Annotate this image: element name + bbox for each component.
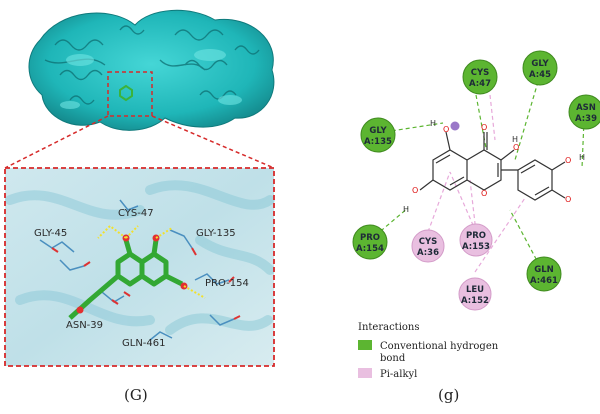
legend-item-pialkyl: Pi-alkyl: [380, 369, 417, 380]
residue-cys-36: CYS A:36: [411, 229, 445, 263]
residue-gly-135: GLY A:135: [360, 117, 396, 153]
svg-text:A:47: A:47: [469, 79, 491, 89]
label-pro-154: PRO-154: [205, 278, 249, 289]
svg-text:GLN: GLN: [534, 265, 554, 275]
label-cys-47: CYS-47: [118, 208, 154, 219]
svg-text:GLY: GLY: [369, 126, 387, 136]
svg-text:A:461: A:461: [530, 276, 558, 286]
svg-text:H: H: [579, 153, 585, 162]
zoom-region-box: [107, 71, 153, 117]
ligand-structure: [419, 131, 566, 201]
svg-text:CYS: CYS: [419, 237, 438, 247]
pocket-hbonds: [97, 225, 206, 299]
svg-text:O: O: [565, 195, 571, 204]
caption-upper-g: (G): [124, 386, 148, 404]
svg-text:O: O: [481, 123, 487, 132]
residue-pro-154: PRO A:154: [352, 224, 388, 260]
legend-title: Interactions: [358, 322, 419, 333]
zoom-connector-right: [151, 115, 275, 169]
svg-text:O: O: [481, 189, 487, 198]
svg-text:PRO: PRO: [466, 231, 486, 241]
panel-g-3d: CYS-47 GLY-45 GLY-135 PRO-154 ASN-39 GLN…: [0, 0, 300, 410]
svg-text:H: H: [512, 135, 518, 144]
svg-text:O: O: [565, 156, 571, 165]
svg-text:CYS: CYS: [471, 68, 490, 78]
ligand-pocket: [68, 239, 184, 320]
ligand-small: [119, 84, 133, 102]
svg-text:H: H: [430, 119, 436, 128]
protein-3d-figure: CYS-47 GLY-45 GLY-135 PRO-154 ASN-39 GLN…: [4, 9, 275, 367]
label-asn-39: ASN-39: [66, 320, 103, 331]
zoom-connector-left: [4, 115, 109, 169]
svg-text:A:36: A:36: [417, 248, 439, 258]
interaction-diagram: O O O O O O O H H H H CYS A:47 GLY A:45 …: [352, 50, 600, 380]
legend-swatch-pialkyl: [358, 368, 372, 378]
panel-g-2d: O O O O O O O H H H H CYS A:47 GLY A:45 …: [300, 0, 600, 410]
svg-text:LEU: LEU: [466, 285, 484, 295]
svg-text:O: O: [513, 143, 519, 152]
residue-gln-461: GLN A:461: [526, 256, 562, 292]
residue-leu-152: LEU A:152: [458, 277, 492, 311]
svg-text:A:153: A:153: [462, 242, 490, 252]
svg-text:PRO: PRO: [360, 233, 380, 243]
residue-pro-153: PRO A:153: [459, 223, 493, 257]
pialkyl-lines: [427, 94, 526, 273]
legend-swatch-hbond: [358, 340, 372, 350]
protein-cartoon: [28, 9, 275, 131]
svg-text:A:135: A:135: [364, 137, 392, 147]
label-gly-45: GLY-45: [34, 228, 67, 239]
caption-lower-g: (g): [438, 386, 460, 404]
svg-text:O: O: [412, 186, 418, 195]
residue-asn-39: ASN A:39: [568, 94, 600, 130]
sulfur-atom: [450, 121, 460, 131]
legend-item-hbond-2: bond: [380, 353, 406, 364]
label-gly-135: GLY-135: [196, 228, 236, 239]
svg-text:A:39: A:39: [575, 114, 597, 124]
svg-text:A:154: A:154: [356, 244, 384, 254]
residue-gly-45: GLY A:45: [522, 50, 558, 86]
legend-item-hbond: Conventional hydrogen: [380, 341, 499, 352]
svg-text:A:45: A:45: [529, 70, 551, 80]
svg-text:A:152: A:152: [461, 296, 489, 306]
label-gln-461: GLN-461: [122, 338, 166, 349]
svg-text:H: H: [403, 205, 409, 214]
residue-cys-47: CYS A:47: [462, 59, 498, 95]
atom-labels: O O O O O O O H H H H: [403, 119, 585, 214]
svg-text:ASN: ASN: [576, 103, 596, 113]
legend: Interactions Conventional hydrogen bond …: [358, 322, 499, 380]
svg-text:GLY: GLY: [531, 59, 549, 69]
svg-text:O: O: [443, 125, 449, 134]
zoom-box: [4, 167, 275, 367]
